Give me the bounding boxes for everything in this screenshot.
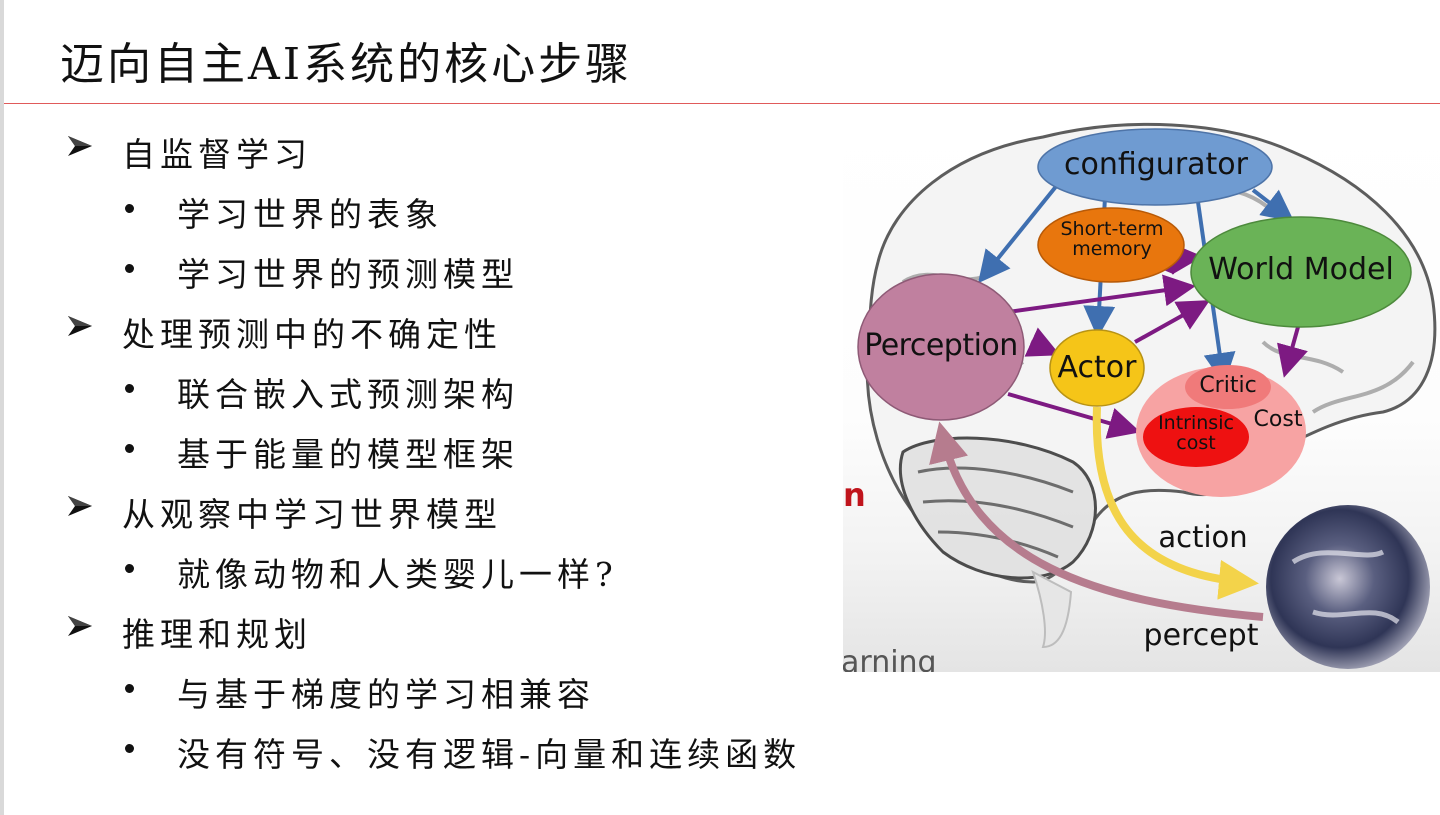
data-flow-arrows (1007, 242, 1308, 439)
actor-node (1049, 329, 1145, 407)
outline-subitem: 基于能量的模型框架 (125, 428, 519, 476)
action-flow-arrow (1092, 406, 1259, 600)
intrinsic-cost-label: Intrinsic cost (1158, 412, 1234, 454)
slide-left-border (0, 0, 4, 815)
earth-icon (1266, 505, 1430, 669)
outline-item-text: 从观察中学习世界模型 (122, 495, 502, 534)
outline-subitem: 与基于梯度的学习相兼容 (125, 668, 595, 716)
short-term-memory-label: Short-term memory (1060, 218, 1164, 260)
critic-node (1185, 365, 1271, 409)
outline-item: 自监督学习 (68, 128, 312, 176)
diagram-graphics (857, 122, 1437, 669)
cropped-red-text: n (843, 476, 866, 514)
percept-flow-arrow (929, 421, 1264, 621)
dot-bullet-icon (125, 264, 134, 273)
autonomous-ai-architecture-diagram: configurator Short-term memory World Mod… (843, 112, 1440, 672)
dot-bullet-icon (125, 684, 134, 693)
perception-node (857, 273, 1025, 421)
outline-item-text: 自监督学习 (122, 135, 312, 174)
actor-label: Actor (1057, 350, 1137, 385)
perception-label: Perception (864, 328, 1018, 363)
cost-label: Cost (1253, 407, 1303, 432)
short-term-memory-node (1037, 207, 1185, 283)
outline-subitem: 没有符号、没有逻辑-向量和连续函数 (125, 728, 802, 776)
slide-title: 迈向自主AI系统的核心步骤 (60, 39, 633, 90)
outline-item-text: 与基于梯度的学习相兼容 (177, 675, 595, 714)
world-model-label: World Model (1208, 252, 1394, 287)
outline-item-text: 基于能量的模型框架 (177, 435, 519, 474)
configurator-label: configurator (1064, 147, 1248, 182)
arrow-bullet-icon (68, 136, 92, 156)
outline-item-text: 学习世界的表象 (177, 195, 443, 234)
world-model-node (1190, 216, 1412, 328)
outline-item: 推理和规划 (68, 608, 312, 656)
configurator-node (1037, 128, 1273, 206)
outline-item: 从观察中学习世界模型 (68, 488, 502, 536)
outline-item-text: 联合嵌入式预测架构 (177, 375, 519, 414)
percept-label: percept (1143, 618, 1259, 653)
outline-item-text: 没有符号、没有逻辑-向量和连续函数 (177, 735, 802, 774)
title-divider (4, 103, 1440, 104)
dot-bullet-icon (125, 204, 134, 213)
outline-subitem: 学习世界的表象 (125, 188, 443, 236)
dot-bullet-icon (125, 384, 134, 393)
outline-item: 处理预测中的不确定性 (68, 308, 502, 356)
dot-bullet-icon (125, 744, 134, 753)
outline-subitem: 就像动物和人类婴儿一样? (125, 548, 618, 596)
cropped-gray-text: arning (843, 645, 937, 672)
intrinsic-cost-node (1143, 407, 1249, 467)
arrow-bullet-icon (68, 616, 92, 636)
arrow-bullet-icon (68, 316, 92, 336)
action-label: action (1158, 520, 1248, 554)
outline-item-text: 推理和规划 (122, 615, 312, 654)
arrow-bullet-icon (68, 496, 92, 516)
critic-label: Critic (1199, 373, 1257, 398)
outline-item-text: 就像动物和人类婴儿一样? (177, 555, 618, 594)
dot-bullet-icon (125, 444, 134, 453)
outline-item-text: 学习世界的预测模型 (177, 255, 519, 294)
outline-item-text: 处理预测中的不确定性 (122, 315, 502, 354)
outline-subitem: 学习世界的预测模型 (125, 248, 519, 296)
dot-bullet-icon (125, 564, 134, 573)
outline-subitem: 联合嵌入式预测架构 (125, 368, 519, 416)
